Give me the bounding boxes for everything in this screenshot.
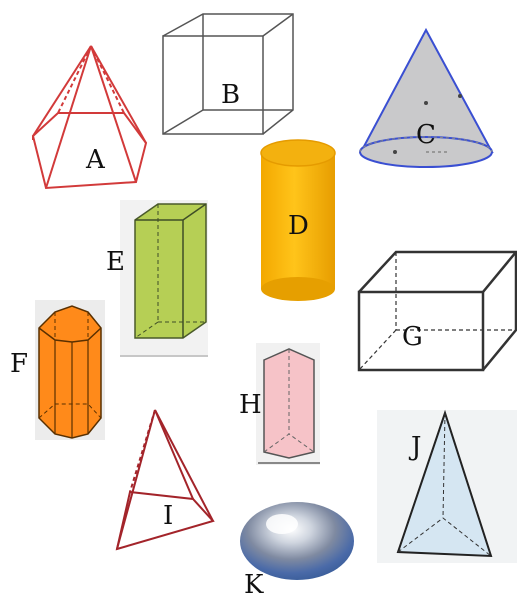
label-b: B	[221, 80, 240, 110]
label-e: E	[106, 247, 125, 277]
shape-c-cone	[359, 27, 494, 168]
shape-g-rectangular-box	[357, 250, 517, 372]
shape-j-triangular-pyramid	[377, 409, 517, 563]
label-j: J	[408, 432, 421, 462]
shape-i-square-pyramid	[115, 409, 215, 551]
shape-k-ellipsoid	[240, 502, 354, 580]
shape-d-cylinder	[260, 139, 336, 301]
label-k: K	[244, 570, 264, 597]
label-f: F	[10, 349, 28, 379]
shape-h-triangular-prism	[256, 343, 320, 465]
label-c: C	[416, 120, 436, 150]
label-h: H	[239, 390, 262, 420]
shape-b-cube	[162, 13, 294, 135]
label-g: G	[402, 322, 423, 352]
label-d: D	[288, 211, 309, 241]
shape-a-pentagonal-pyramid	[31, 45, 148, 190]
label-i: I	[163, 501, 173, 531]
shape-f-hexagonal-prism	[35, 300, 105, 440]
shape-e-rectangular-prism	[120, 200, 208, 357]
label-a: A	[85, 145, 106, 175]
